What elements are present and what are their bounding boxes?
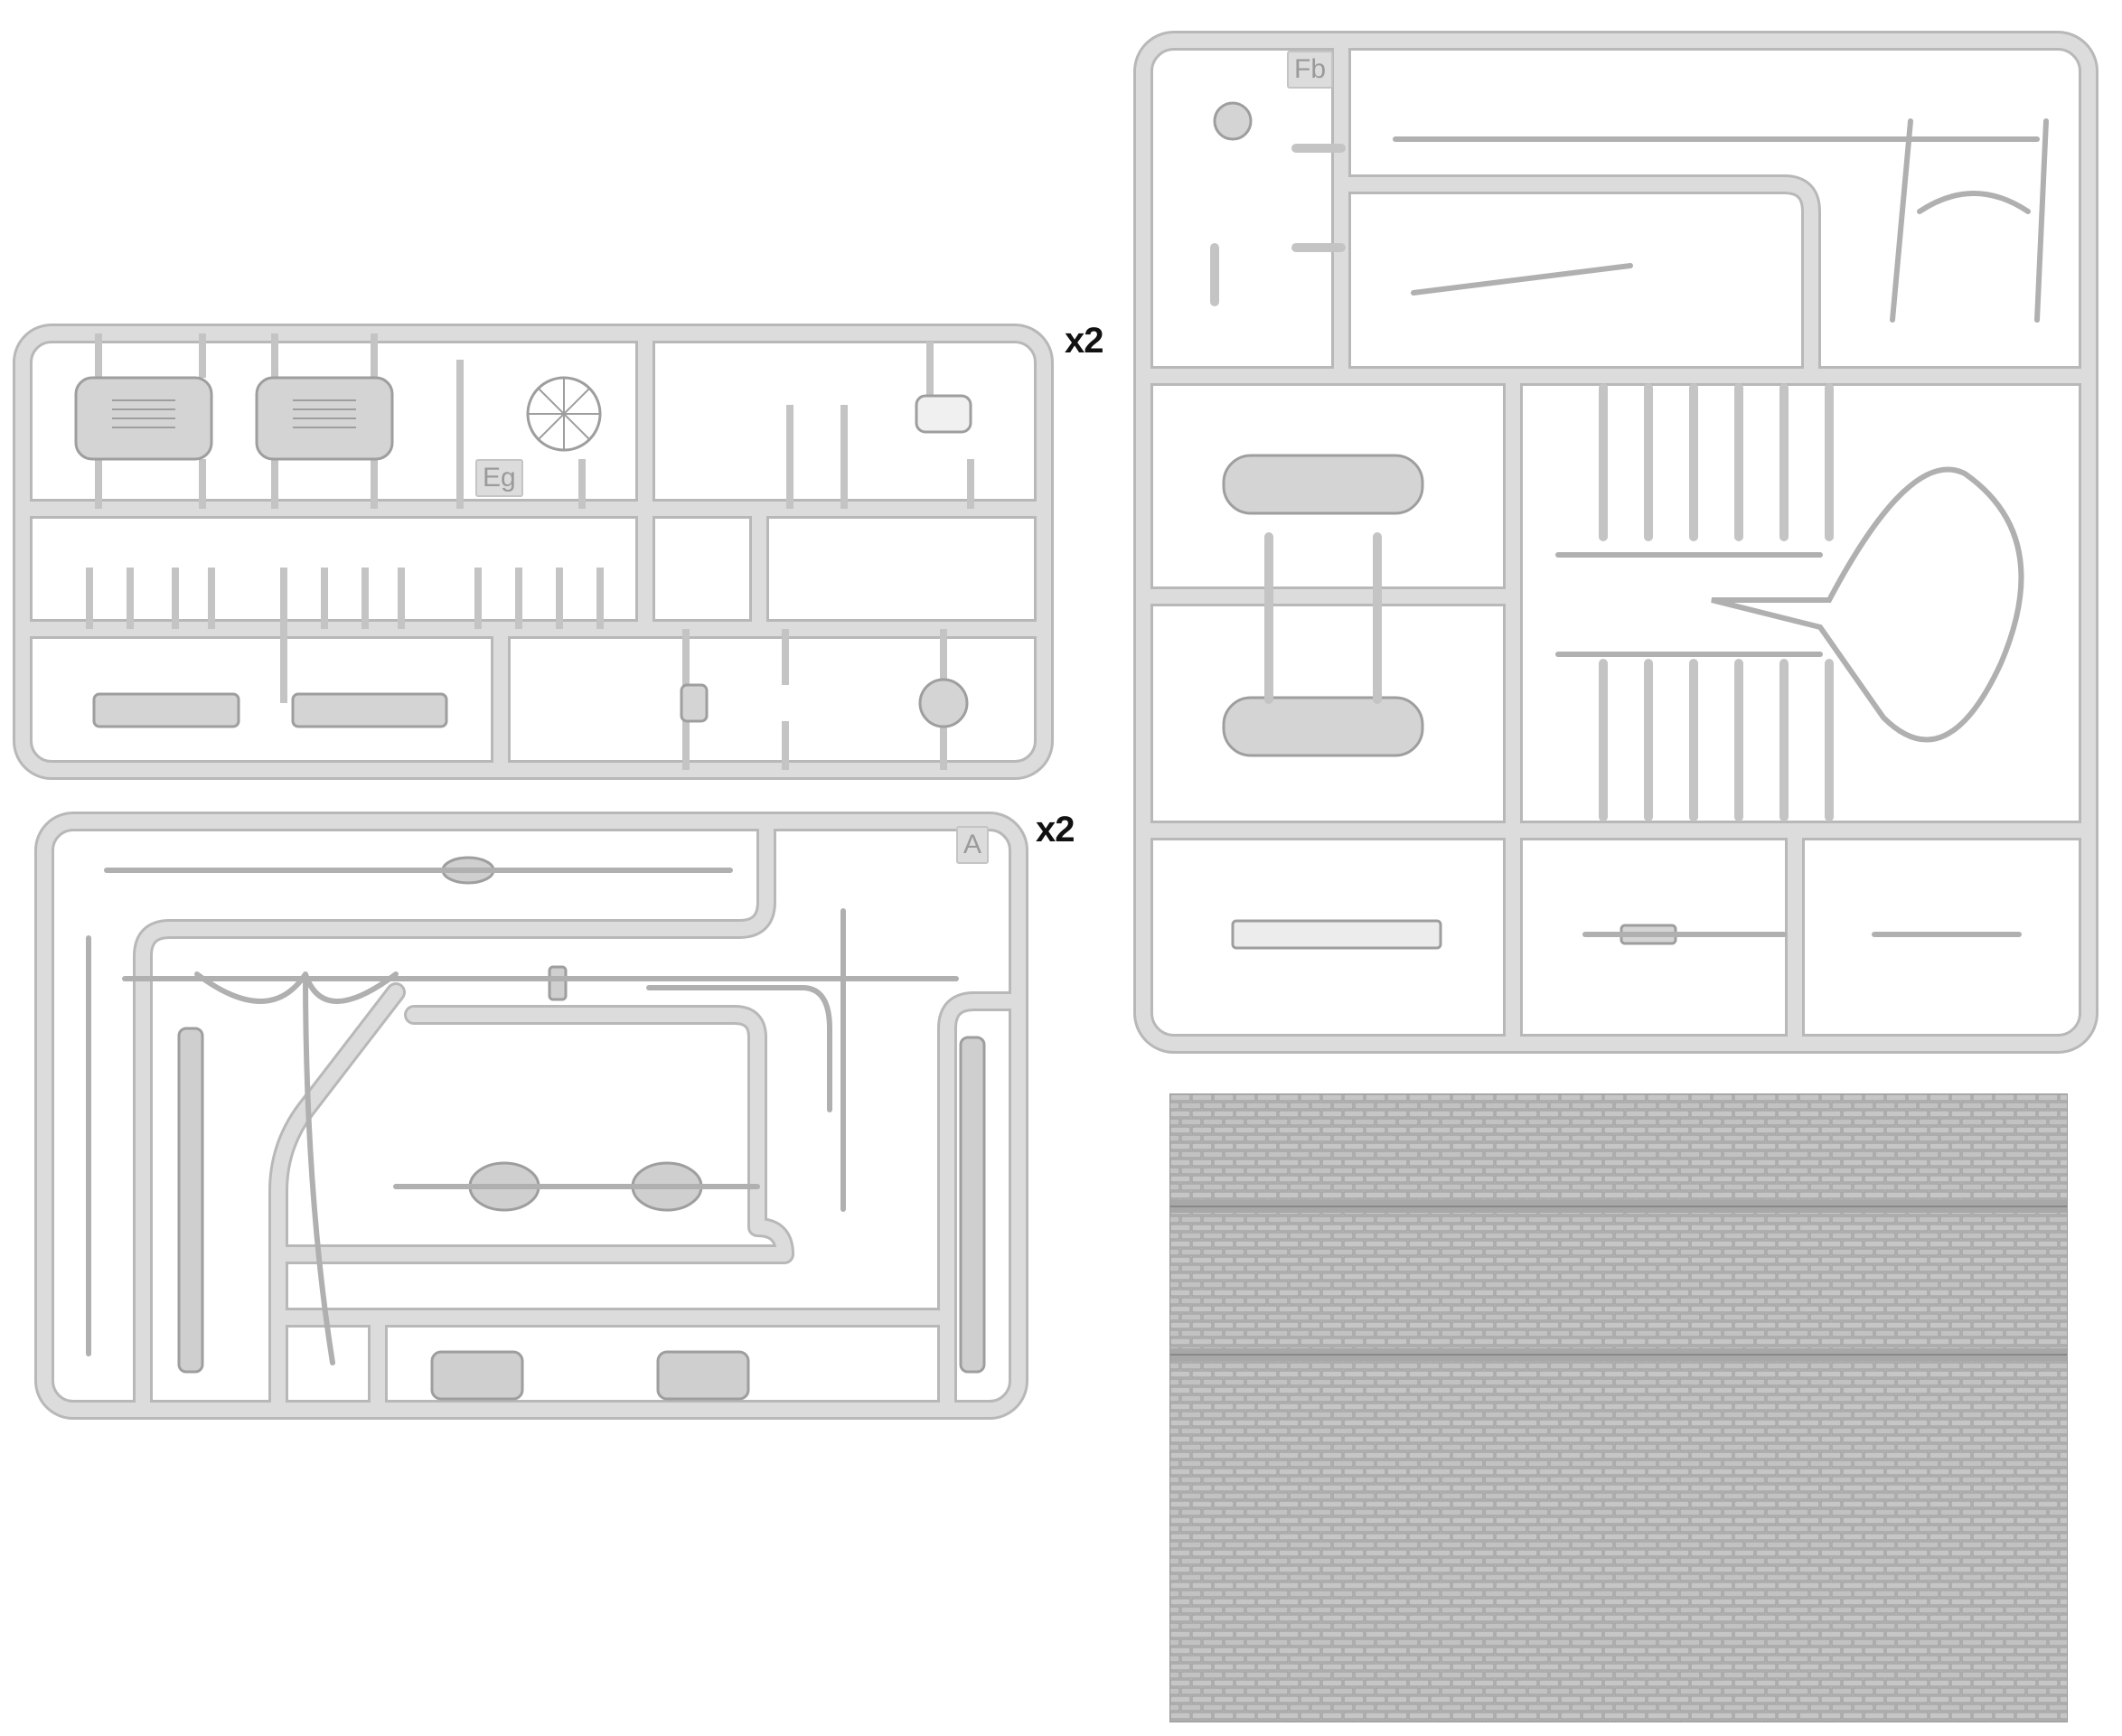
sprue-e-tag: Eg — [475, 459, 523, 497]
sprue-f-frame — [1133, 31, 2099, 1054]
sprue-a-tag: A — [956, 826, 990, 864]
sprue-a-multiplier: x2 — [1036, 810, 1075, 849]
sprue-f: Fb — [1133, 31, 2099, 1054]
cobblestone-paving-panel — [1169, 1093, 2068, 1722]
sprue-f-tag: Fb — [1287, 51, 1334, 89]
tram-rail-top — [1169, 1200, 2068, 1213]
sprue-e-multiplier: x2 — [1065, 321, 1103, 361]
sprue-e: Eg — [13, 324, 1054, 780]
sprue-a-frame — [34, 812, 1028, 1420]
sprue-a: A — [34, 812, 1028, 1420]
sprue-e-frame — [13, 324, 1054, 780]
tram-rail-bottom — [1169, 1348, 2068, 1361]
